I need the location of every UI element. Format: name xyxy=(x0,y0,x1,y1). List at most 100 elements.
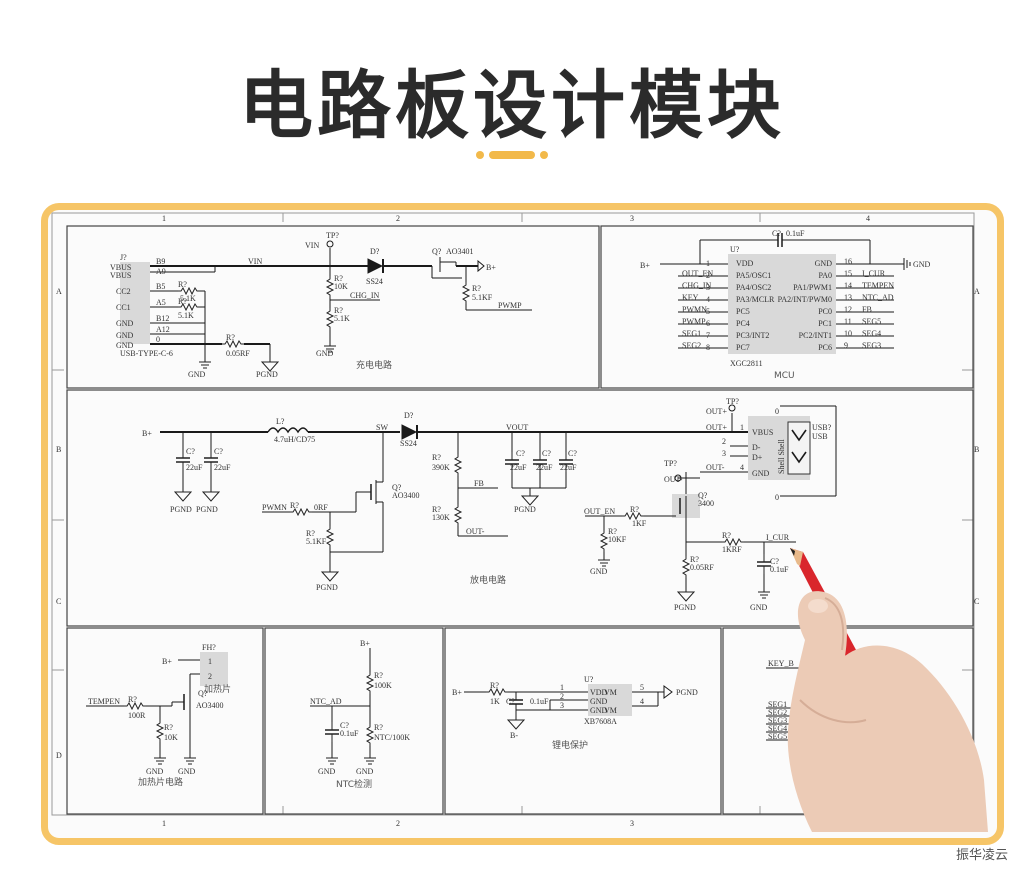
usb-c-ref: J? xyxy=(120,253,127,262)
ntc-caption: NTC检测 xyxy=(336,778,372,790)
battery-ic-part: XB7608A xyxy=(584,717,617,726)
heater-bplus: B+ xyxy=(162,657,172,666)
col-label-1: 1 xyxy=(162,214,166,223)
mcu-net-8: SEG2 xyxy=(682,341,701,350)
d-charge-ref: D? xyxy=(370,247,380,256)
usb-c-pin-vbus1: VBUS xyxy=(110,263,131,272)
discharge-bplus: B+ xyxy=(142,429,152,438)
q-heater-part: AO3400 xyxy=(196,701,224,710)
r-gate-discharge-ref: R? xyxy=(290,501,299,510)
battery-pgnd: PGND xyxy=(676,688,698,697)
c-battery-ref: C? xyxy=(506,697,515,706)
mcu-pin-name-15: PA0 xyxy=(819,271,833,280)
mcu-cap-val: 0.1uF xyxy=(786,229,805,238)
col-label-3: 3 xyxy=(630,214,634,223)
mcu-pin-name-11: PC1 xyxy=(818,319,832,328)
mcu-pin-num-12: 12 xyxy=(844,305,852,314)
net-out-minus: OUT- xyxy=(466,527,485,536)
heater-gnd1: GND xyxy=(146,767,164,776)
usb-c-num-a5: A5 xyxy=(156,298,166,307)
usb-out-zero-top: 0 xyxy=(775,407,779,416)
r-battery-val: 1K xyxy=(490,697,500,706)
battery-caption: 锂电保护 xyxy=(552,739,588,751)
mcu-pin-num-14: 14 xyxy=(844,281,852,290)
mcu-ref: U? xyxy=(730,245,740,254)
mcu-pin-num-11: 11 xyxy=(844,317,852,326)
mcu-net-11: SEG5 xyxy=(862,317,881,326)
c-ntc-ref: C? xyxy=(340,721,349,730)
mcu-part: XGC2811 xyxy=(730,359,763,368)
out-minus-net: OUT- xyxy=(706,463,725,472)
usb-out-pin-gnd: GND xyxy=(752,469,770,478)
ntc-bplus: B+ xyxy=(360,639,370,648)
mcu-net-7: SEG1 xyxy=(682,329,701,338)
mcu-cap-ref: C? xyxy=(772,229,781,238)
q-discharge-part: AO3400 xyxy=(392,491,420,500)
mcu-pin-num-16: 16 xyxy=(844,257,852,266)
mcu-pin-num-9: 9 xyxy=(844,341,848,350)
r-pd-discharge-ref: R? xyxy=(306,529,315,538)
row-label-b: B xyxy=(56,445,61,454)
hand-shape xyxy=(787,591,988,832)
charge-pgnd-label: PGND xyxy=(256,370,278,379)
c5-ref: C? xyxy=(568,449,577,458)
usb-c-num-a12: A12 xyxy=(156,325,170,334)
net-seg2: SEG2 xyxy=(768,708,787,717)
usb-out-ref: USB? xyxy=(812,423,832,432)
usb-c-pin-gnd2: GND xyxy=(116,331,134,340)
discharge-pgnd: PGND xyxy=(316,583,338,592)
usb-c-pin-cc2: CC2 xyxy=(116,287,131,296)
usb-out-pin-dp: D+ xyxy=(752,453,763,462)
c1-pgnd: PGND xyxy=(170,505,192,514)
r-div1-ref: R? xyxy=(334,274,343,283)
c-cur-ref: C? xyxy=(770,557,779,566)
decor-dot-right xyxy=(540,151,548,159)
heater-caption: 加热片电路 xyxy=(138,776,183,788)
c5-val: 22uF xyxy=(560,463,577,472)
net-ntc-ad: NTC_AD xyxy=(310,697,342,706)
c3-val: 22uF xyxy=(510,463,527,472)
row-label-a-right: A xyxy=(974,287,980,296)
schematic-drawing: 1 2 3 4 1 2 3 A B C D A B C xyxy=(51,212,980,828)
col-label-4: 4 xyxy=(866,214,870,223)
c2-ref: C? xyxy=(214,447,223,456)
c2-pgnd: PGND xyxy=(196,505,218,514)
usb-out-num-2: 2 xyxy=(722,437,726,446)
fh-ref: FH? xyxy=(202,643,216,652)
usb-out-pin-vbus: VBUS xyxy=(752,428,773,437)
r-heater-pd-ref: R? xyxy=(164,723,173,732)
tp-vin-ref: TP? xyxy=(326,231,339,240)
net-pwmp: PWMP xyxy=(498,301,522,310)
charge-gnd-label: GND xyxy=(188,370,206,379)
mcu-pin-name-14: PA1/PWM1 xyxy=(793,283,832,292)
page-title: 电路板设计模块 xyxy=(239,63,785,149)
r-cc2-ref: R? xyxy=(178,280,187,289)
tp-out-minus-ref: TP? xyxy=(664,459,677,468)
d-discharge-ref: D? xyxy=(404,411,414,420)
r-heater-gate-val: 100R xyxy=(128,711,146,720)
usb-c-num-a9: A9 xyxy=(156,267,166,276)
mcu-pin-num-15: 15 xyxy=(844,269,852,278)
mcu-pin-name-6: PC4 xyxy=(736,319,750,328)
mcu-net-4: KEY xyxy=(682,293,699,302)
mcu-bplus: B+ xyxy=(640,261,650,270)
net-seg3: SEG3 xyxy=(768,716,787,725)
usb-c-pin-gnd1: GND xyxy=(116,319,134,328)
charge-gnd2-label: GND xyxy=(316,349,334,358)
ntc-circuit xyxy=(310,648,377,765)
out-plus-net: OUT+ xyxy=(706,423,727,432)
charge-caption: 充电电路 xyxy=(356,359,392,371)
usb-c-pin-gnd3: GND xyxy=(116,341,134,350)
heater-circuit xyxy=(86,652,228,765)
d-charge-part: SS24 xyxy=(366,277,383,286)
mcu-pin-num-7: 7 xyxy=(706,331,710,340)
mcu-pin-name-3: PA4/OSC2 xyxy=(736,283,771,292)
mcu-pin-name-5: PC5 xyxy=(736,307,750,316)
mcu-net-5: PWMN xyxy=(682,305,707,314)
mcu-net-9: SEG3 xyxy=(862,341,881,350)
r-div2-val: 5.1K xyxy=(334,314,350,323)
col-label-bottom-3: 3 xyxy=(630,819,634,828)
r-cur-val: 1KRF xyxy=(722,545,742,554)
battery-ic-pin-vdd: VDD xyxy=(590,688,608,697)
battery-pin-4: 4 xyxy=(640,697,644,706)
